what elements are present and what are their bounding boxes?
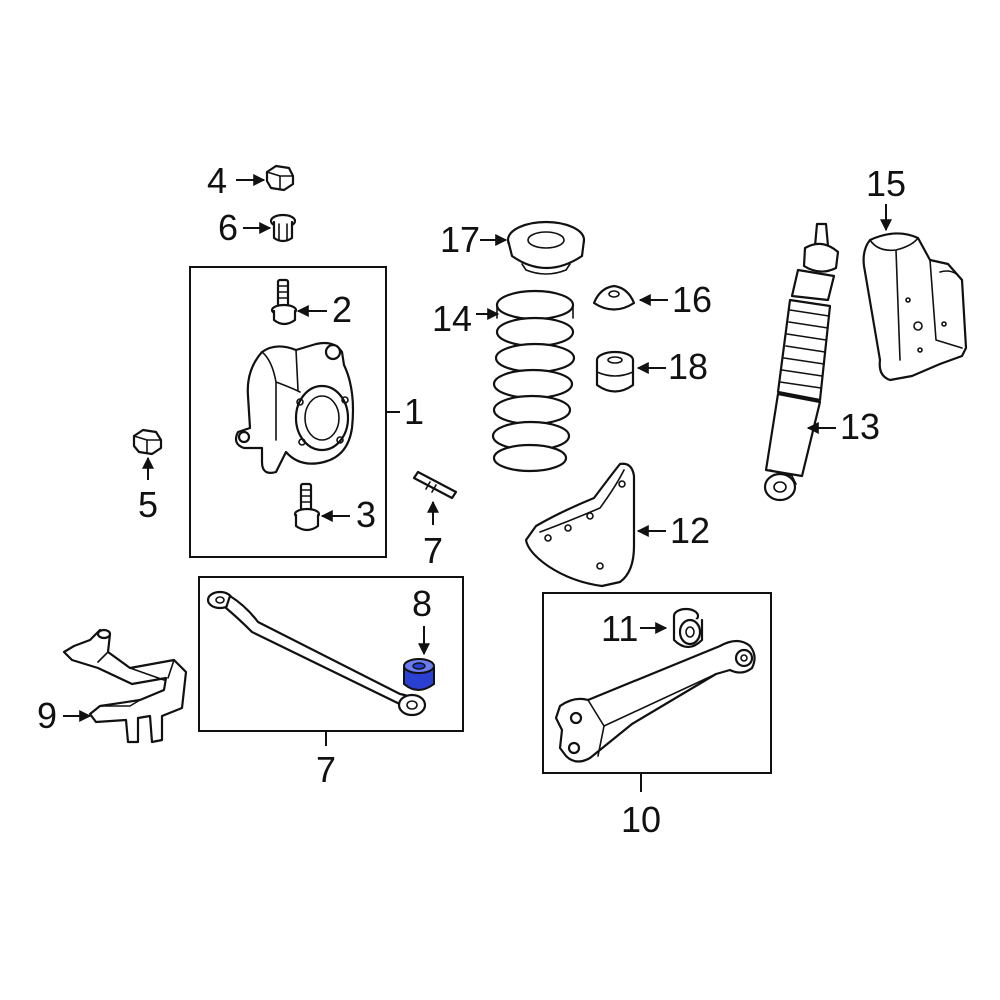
bushing-part[interactable] xyxy=(595,350,635,393)
hex-nut-part[interactable] xyxy=(265,164,295,192)
callout-8: 8 xyxy=(412,583,432,624)
callout-5: 5 xyxy=(138,484,158,525)
callout-7-box: 7 xyxy=(316,749,336,790)
callout-12: 12 xyxy=(670,510,710,551)
upper-ball-joint-part[interactable] xyxy=(270,278,298,326)
lower-arm-group-box xyxy=(542,592,772,774)
shield-plate-part[interactable] xyxy=(524,462,636,588)
frame-bracket-part[interactable] xyxy=(62,628,188,744)
callout-3: 3 xyxy=(356,494,376,535)
coil-spring-part[interactable] xyxy=(491,289,576,473)
stud-pin-part[interactable] xyxy=(412,470,458,500)
callout-4: 4 xyxy=(207,160,227,201)
arm-bushing-part[interactable] xyxy=(672,607,704,649)
bump-stop-cap-part[interactable] xyxy=(592,284,636,311)
lower-control-arm-part[interactable] xyxy=(554,639,756,763)
steering-knuckle-part[interactable] xyxy=(234,341,355,474)
track-bar-part[interactable] xyxy=(206,590,427,717)
spring-seat-part[interactable] xyxy=(506,220,586,275)
tie-rod-group-box xyxy=(198,576,464,732)
callout-10: 10 xyxy=(621,799,661,840)
callout-15: 15 xyxy=(866,163,906,204)
callout-11: 11 xyxy=(601,608,638,649)
callout-13: 13 xyxy=(840,406,880,447)
lower-ball-joint-part[interactable] xyxy=(293,482,321,532)
spring-tower-bracket-part[interactable] xyxy=(862,232,968,382)
callout-7-pin: 7 xyxy=(423,530,443,571)
callout-2: 2 xyxy=(332,289,352,330)
callout-14: 14 xyxy=(432,298,472,339)
shock-absorber-part[interactable] xyxy=(763,222,840,502)
callout-17: 17 xyxy=(440,219,480,260)
callout-1: 1 xyxy=(404,391,424,432)
callout-18: 18 xyxy=(668,346,708,387)
callout-16: 16 xyxy=(672,279,712,320)
callout-6: 6 xyxy=(218,207,238,248)
callout-9: 9 xyxy=(37,695,57,736)
flanged-nut-part[interactable] xyxy=(269,213,297,243)
hex-nut-left-part[interactable] xyxy=(132,428,163,456)
track-bar-bushing-part[interactable] xyxy=(403,658,435,691)
